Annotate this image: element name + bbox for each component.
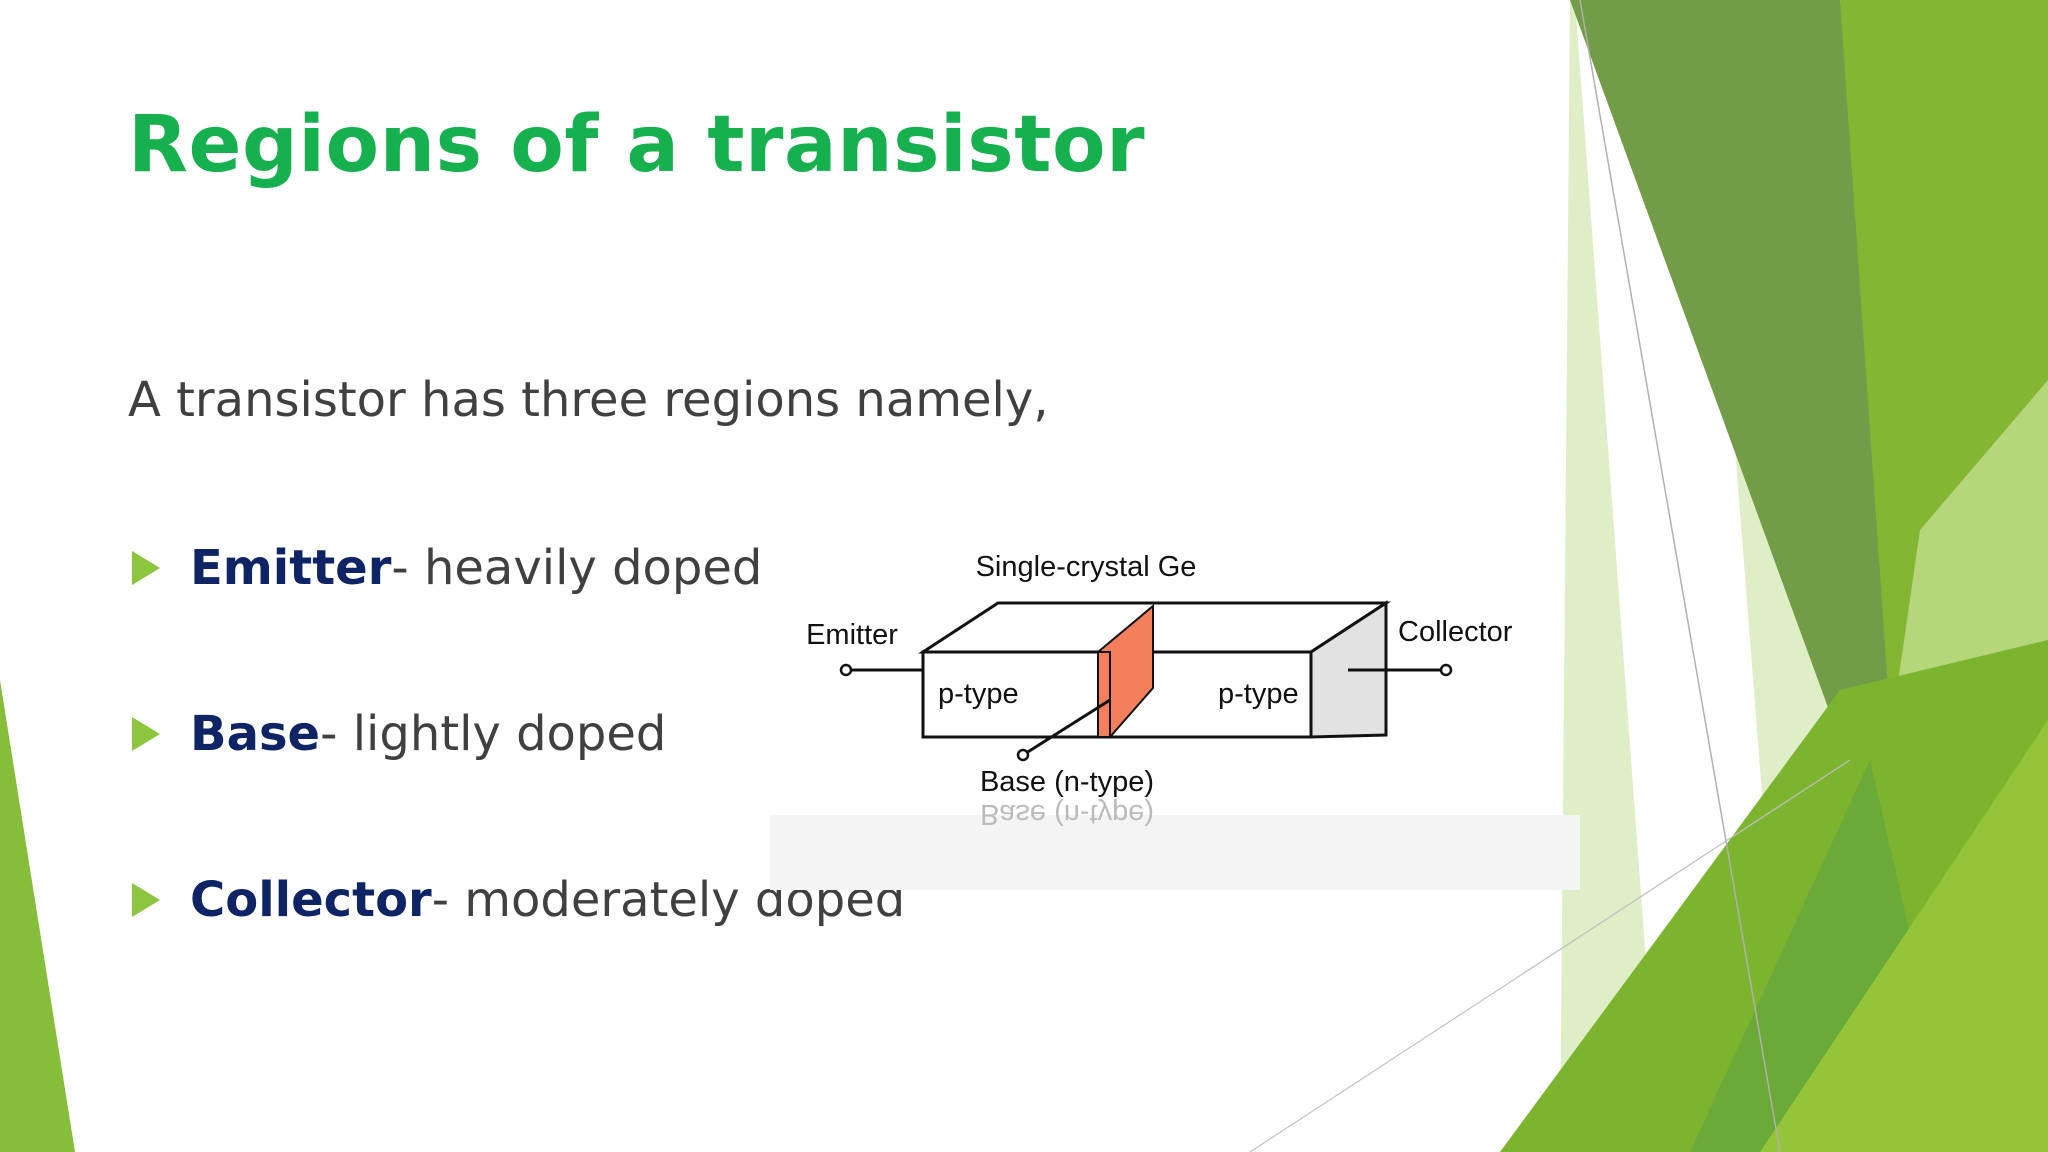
emitter-terminal <box>839 663 853 677</box>
bullet-term: Base <box>190 706 321 762</box>
label-single-crystal: Single-crystal Ge <box>976 551 1197 583</box>
base-terminal <box>1016 748 1030 762</box>
green-triangle-right-icon <box>132 717 160 751</box>
label-base-reflection: Base (n-type) <box>980 798 1154 830</box>
base-slab-front <box>1097 651 1111 738</box>
label-emitter: Emitter <box>806 619 898 651</box>
bullet-term: Collector <box>190 872 432 928</box>
bullet-base: Base- lightly doped <box>132 704 666 764</box>
slide-title: Regions of a transistor <box>128 100 1146 190</box>
right-bottom-bright-green <box>1760 720 2048 1152</box>
bullet-emitter: Emitter- heavily doped <box>132 538 762 598</box>
bullet-collector: Collector- moderately doped <box>132 870 905 930</box>
base-lead <box>1022 698 1111 757</box>
thin-line-2 <box>1249 759 1851 1152</box>
bullet-term: Emitter <box>190 540 392 596</box>
label-collector: Collector <box>1398 616 1513 648</box>
label-base: Base (n-type) <box>980 766 1154 798</box>
intro-text: A transistor has three regions namely, <box>128 372 1049 428</box>
collector-terminal <box>1439 663 1453 677</box>
label-left-ptype: p-type <box>938 678 1019 710</box>
bullet-desc: - lightly doped <box>320 706 667 762</box>
label-right-ptype: p-type <box>1218 678 1299 710</box>
bullet-desc: - heavily doped <box>391 540 763 596</box>
diagram-reflection-band <box>770 815 1580 890</box>
right-dark-green-panel <box>1570 0 1920 850</box>
green-triangle-right-icon <box>132 551 160 585</box>
left-green-sliver <box>0 680 75 1152</box>
box-top-face <box>917 601 1392 654</box>
transistor-diagram: Single-crystal Ge Emitter Collector p-ty… <box>770 551 1580 890</box>
thin-line-1 <box>1579 0 1781 1152</box>
green-triangle-right-icon <box>132 883 160 917</box>
